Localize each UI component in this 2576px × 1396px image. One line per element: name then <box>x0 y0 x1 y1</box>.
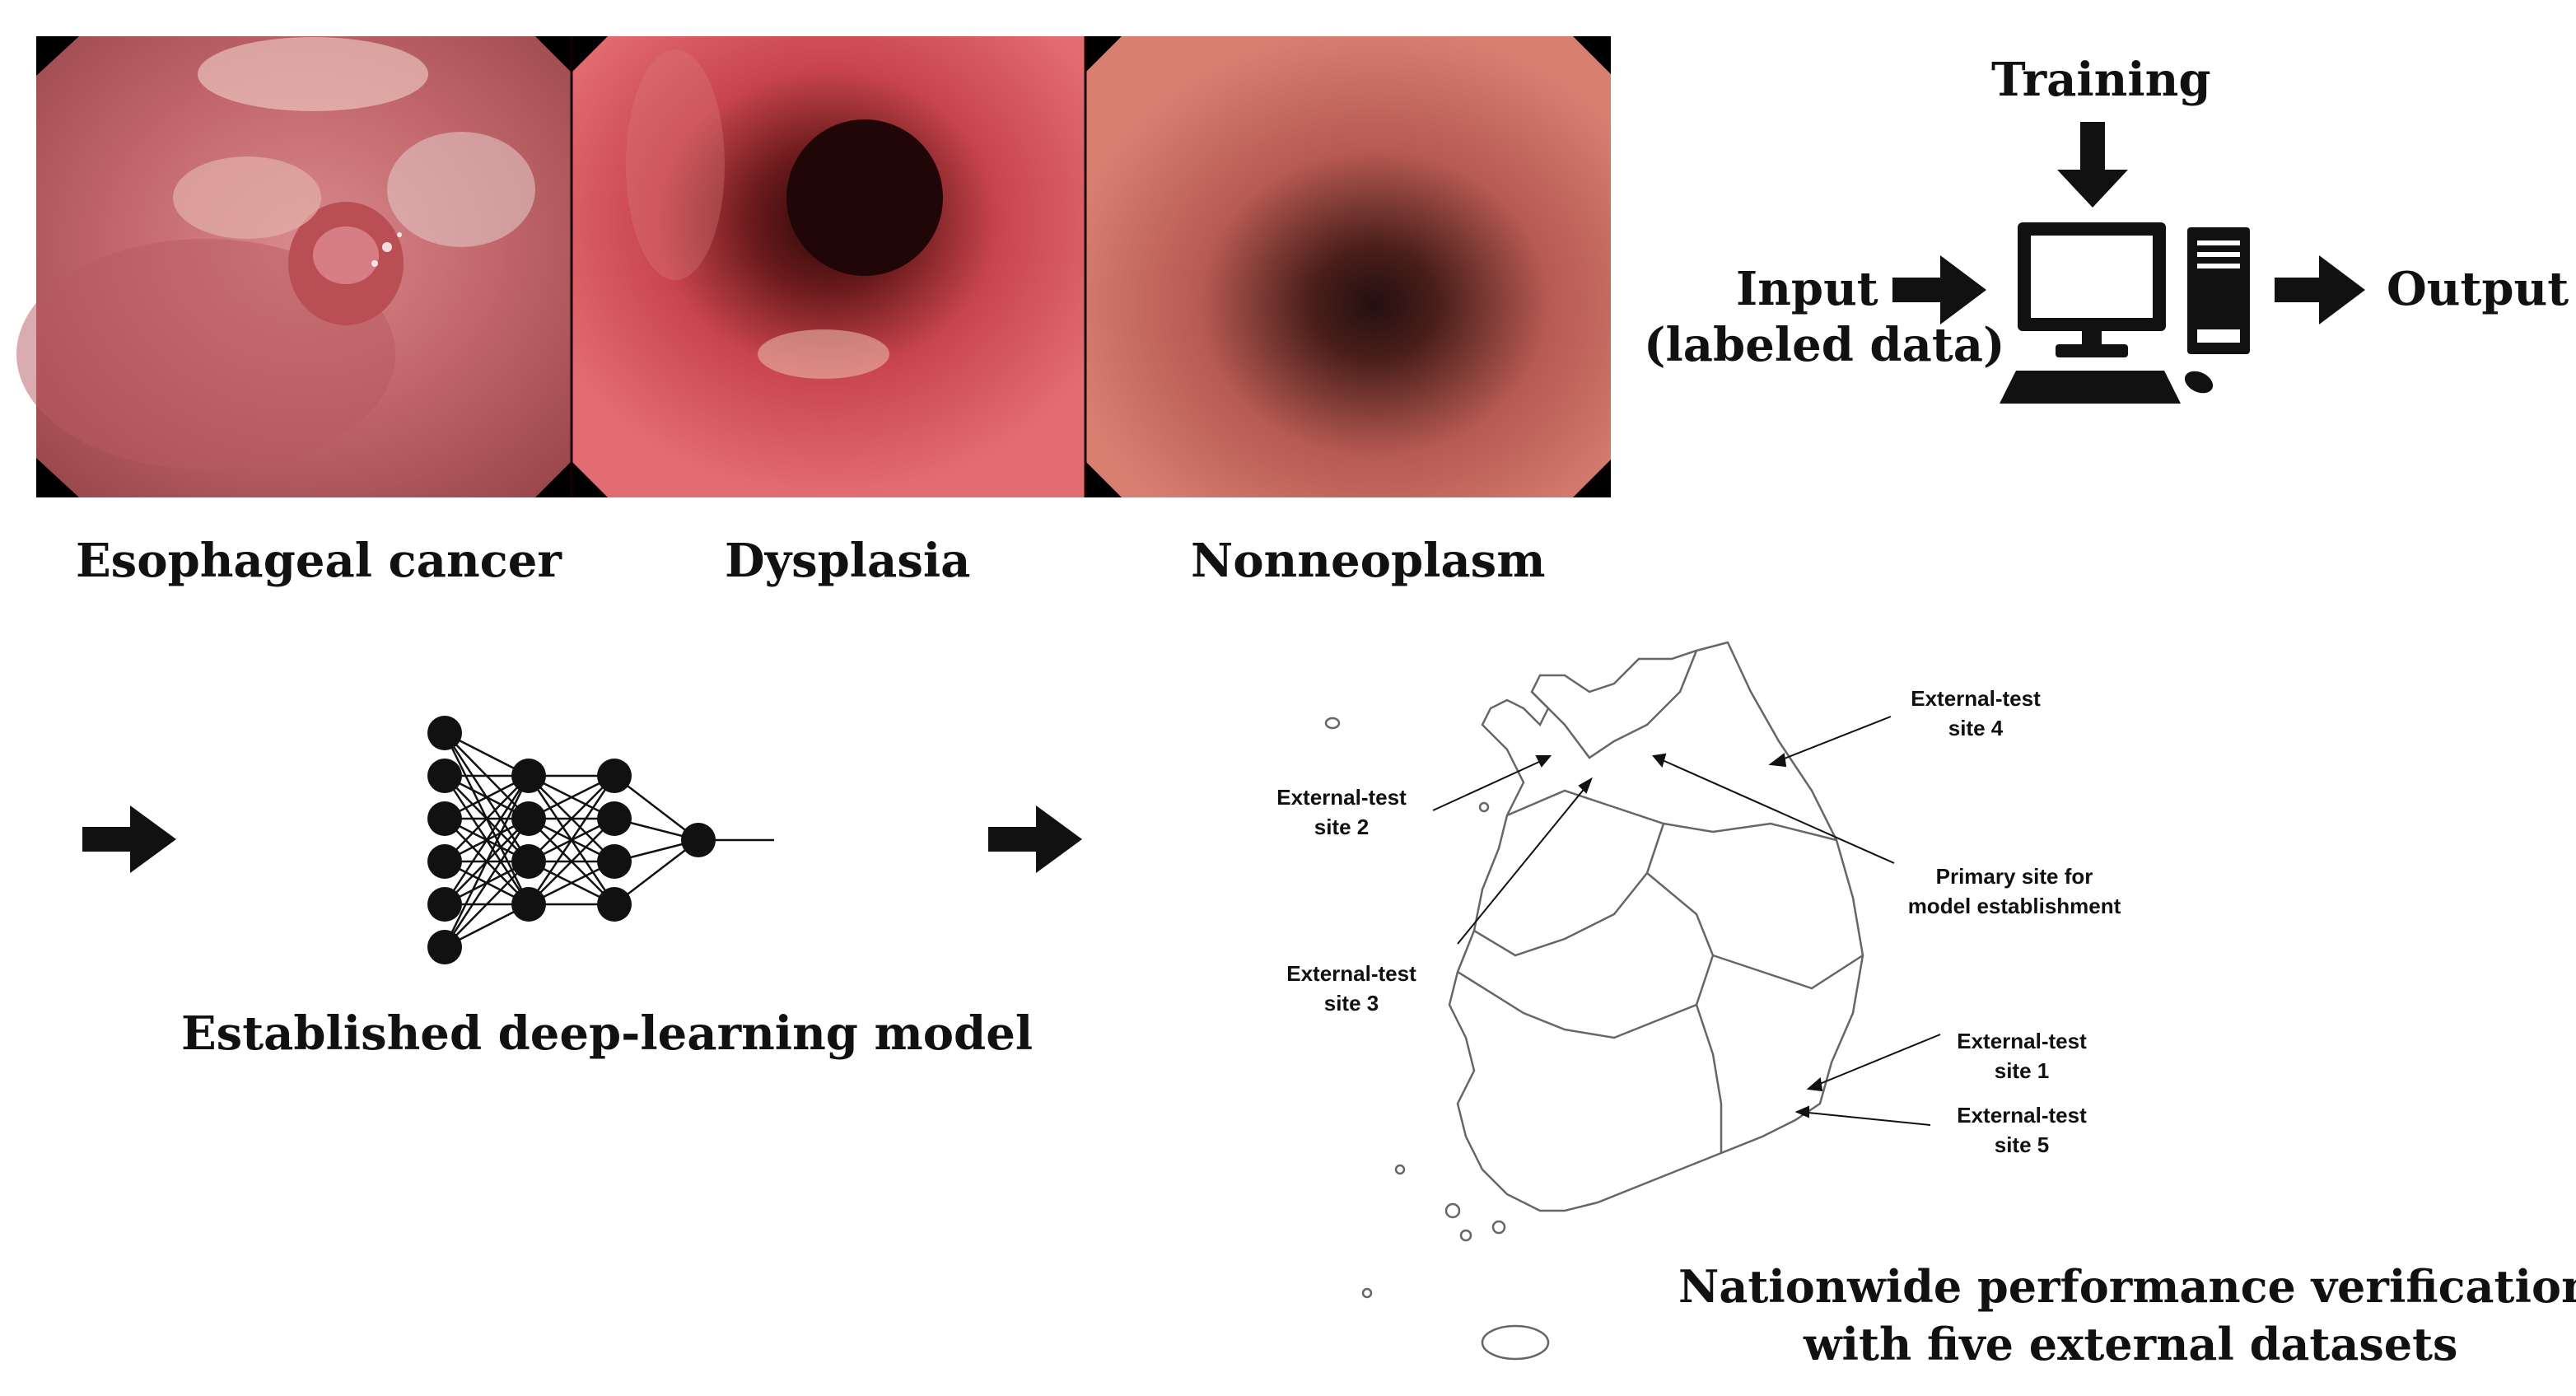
label-site-5: External-test site 5 <box>1935 1100 2108 1160</box>
site-5-line2: site 5 <box>1994 1132 2050 1157</box>
korea-mainland-outline <box>1448 641 1864 1212</box>
label-dysplasia: Dysplasia <box>725 534 971 588</box>
input-label: Input <box>1736 262 1878 316</box>
nn-edge <box>444 861 530 948</box>
nn-node <box>511 759 546 793</box>
site-4-line2: site 4 <box>1948 716 2004 740</box>
arrow-right-icon <box>1892 255 1986 324</box>
nn-edge <box>527 775 616 905</box>
arrow-right-icon <box>2275 255 2365 324</box>
nn-node <box>427 716 462 750</box>
nn-node <box>427 930 462 964</box>
label-site-4: External-test site 4 <box>1889 684 2062 743</box>
nn-edge <box>614 775 699 841</box>
site-2-line1: External-test <box>1276 785 1407 810</box>
nonneoplasm-image <box>1085 36 1611 497</box>
model-caption: Established deep-learning model <box>181 1006 1034 1061</box>
training-label: Training <box>1991 53 2211 107</box>
nn-node <box>511 801 546 836</box>
site-1-line1: External-test <box>1957 1029 2087 1053</box>
site-1-line2: site 1 <box>1994 1058 2050 1083</box>
nn-edge <box>444 775 530 862</box>
label-site-1: External-test site 1 <box>1935 1026 2108 1086</box>
nn-node <box>511 887 546 922</box>
nn-node <box>427 759 462 793</box>
nn-node <box>597 887 632 922</box>
nn-node <box>427 801 462 836</box>
arrow-right-icon <box>82 805 176 873</box>
site-3-line2: site 3 <box>1323 991 1379 1015</box>
nn-edge <box>528 818 615 905</box>
esophageal-cancer-image <box>16 36 572 497</box>
nn-node <box>597 759 632 793</box>
nn-node <box>681 823 716 857</box>
arrow-right-icon <box>988 805 1082 873</box>
label-site-3: External-test site 3 <box>1265 959 1438 1018</box>
nn-node <box>511 844 546 879</box>
nn-edge <box>443 775 530 948</box>
dysplasia-image <box>572 36 1085 497</box>
nn-edge <box>528 775 615 862</box>
site-4-line1: External-test <box>1911 686 2041 711</box>
nn-node <box>427 887 462 922</box>
nn-node <box>597 844 632 879</box>
arrow-down-icon <box>2057 122 2128 208</box>
site-2-line2: site 2 <box>1314 815 1370 839</box>
nn-node <box>597 801 632 836</box>
primary-site-line1: Primary site for <box>1935 864 2093 889</box>
map-caption-line2: with five external datasets <box>1804 1318 2458 1370</box>
label-nonneoplasm: Nonneoplasm <box>1191 534 1546 588</box>
label-site-2: External-test site 2 <box>1255 782 1428 842</box>
label-esophageal-cancer: Esophageal cancer <box>76 534 562 588</box>
ulleung-island <box>1324 717 1341 730</box>
nn-edge <box>443 818 530 948</box>
nn-edge <box>614 839 699 905</box>
map-caption-line1: Nationwide performance verification <box>1678 1260 2576 1313</box>
site-3-line1: External-test <box>1286 961 1416 986</box>
desktop-computer-icon <box>2000 222 2250 404</box>
jeju-island <box>1481 1324 1550 1361</box>
primary-site-line2: model establishment <box>1907 894 2121 918</box>
nn-node <box>427 844 462 879</box>
site-5-line1: External-test <box>1957 1103 2087 1128</box>
output-label: Output <box>2387 262 2569 316</box>
label-primary-site: Primary site for model establishment <box>1883 861 2146 921</box>
input-sublabel: (labeled data) <box>1644 318 2005 372</box>
nn-edge <box>443 775 530 905</box>
province-borders <box>1457 650 1864 1153</box>
